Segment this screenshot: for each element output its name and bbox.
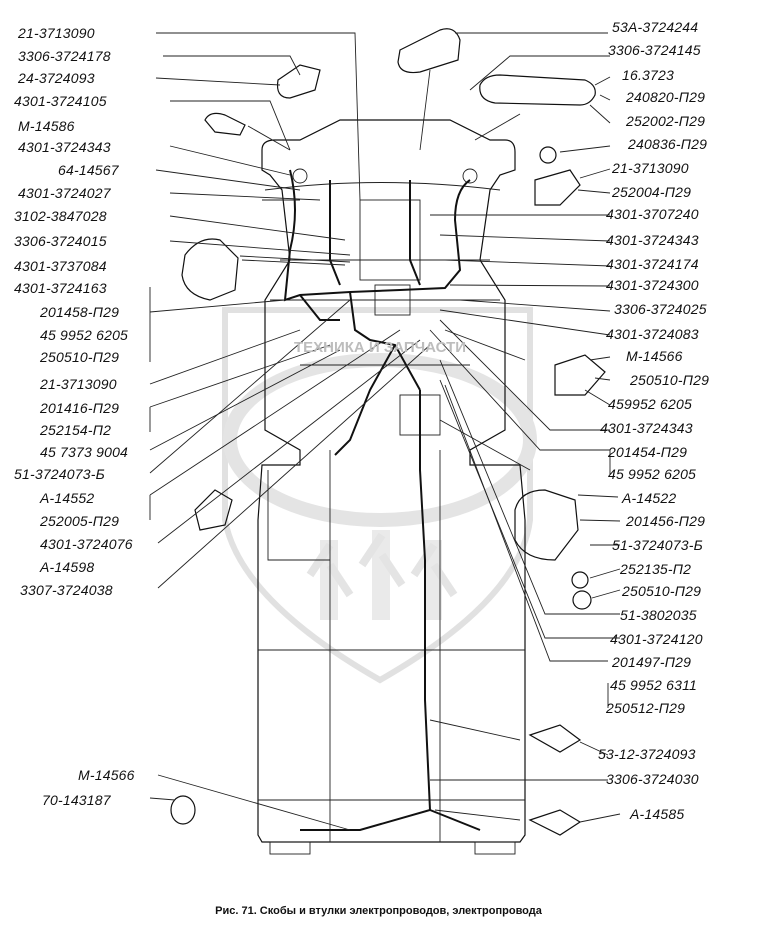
clamp-21-3713090 [534,169,581,206]
left-part-label: 4301-3724027 [18,185,111,201]
figure-caption: Рис. 71. Скобы и втулки электропроводов,… [215,905,542,917]
cab-outline [257,119,526,855]
right-part-label: 240836-П29 [628,136,708,152]
right-part-label: А-14522 [622,490,677,506]
left-part-label: 252154-П2 [40,422,112,438]
left-part-label: 4301-3724163 [14,280,107,296]
right-part-label: 4301-3724083 [606,326,699,342]
left-part-label: М-14566 [78,767,135,783]
left-part-label: 21-3713090 [40,376,117,392]
boot-53a-3724244 [397,28,461,74]
left-part-label: 3307-3724038 [20,582,113,598]
left-part-label: 51-3724073-Б [14,466,105,482]
clamp-m-14566-right [554,354,606,396]
left-part-label: А-14552 [40,490,95,506]
right-part-label: 51-3724073-Б [612,537,703,553]
clip-m-14586 [204,112,246,136]
right-part-label: 250510-П29 [630,372,710,388]
left-part-label: 250510-П29 [40,349,120,365]
right-part-label: 4301-3724300 [606,277,699,293]
right-part-label: 252004-П29 [612,184,692,200]
left-part-label: 45 9952 6205 [40,327,129,343]
right-part-label: 16.3723 [622,67,675,83]
clip-53-12-3724093 [528,724,582,753]
left-part-label: 4301-3737084 [14,258,107,274]
right-part-label: 53А-3724244 [612,19,699,35]
right-part-label: 3306-3724030 [606,771,699,787]
right-part-label: 201454-П29 [608,444,688,460]
plate-16-3723 [479,74,596,106]
right-part-label: 53-12-3724093 [598,746,696,762]
right-part-label: 250510-П29 [622,583,702,599]
right-part-label: А-14585 [630,806,685,822]
watermark-shield [222,307,537,684]
right-part-label: 4301-3724174 [606,256,699,272]
left-part-label: 201416-П29 [40,400,120,416]
right-part-label: 252135-П2 [620,561,692,577]
right-part-label: 4301-3707240 [606,206,699,222]
right-part-label: М-14566 [626,348,683,364]
left-part-label: 4301-3724076 [40,536,133,552]
grommet-4301-3737084 [181,238,239,301]
left-part-label: 4301-3724343 [18,139,111,155]
left-part-label: 21-3713090 [18,25,95,41]
left-part-label: 24-3724093 [18,70,95,86]
right-part-label: 3306-3724025 [614,301,707,317]
right-part-label: 4301-3724343 [606,232,699,248]
left-part-label: 3306-3724178 [18,48,111,64]
right-part-label: 459952 6205 [608,396,692,412]
bracket-3306-3724178 [276,64,321,99]
bolt-240836 [539,146,557,164]
right-part-label: 45 9952 6311 [610,677,698,693]
right-part-label: 201497-П29 [612,654,692,670]
right-part-label: 4301-3724343 [600,420,693,436]
grommet-70-143187 [170,795,196,825]
left-part-label: 3102-3847028 [14,208,107,224]
clamp-a-14522 [514,489,579,561]
left-part-label: 3306-3724015 [14,233,107,249]
right-part-label: 3306-3724145 [608,42,701,58]
right-part-label: 252002-П29 [626,113,706,129]
left-part-label: 45 7373 9004 [40,444,129,460]
left-part-label: 70-143187 [42,792,111,808]
right-part-label: 21-3713090 [612,160,689,176]
left-part-label: А-14598 [40,559,95,575]
left-part-label: 201458-П29 [40,304,120,320]
left-part-label: 4301-3724105 [14,93,107,109]
right-part-label: 250512-П29 [606,700,686,716]
right-part-label: 201456-П29 [626,513,706,529]
right-part-label: 51-3802035 [620,607,697,623]
clamp-a-14598 [194,489,233,531]
watermark-text: ТЕХНИКА И ЗАПЧАСТИ [294,339,466,356]
left-part-label: 64-14567 [58,162,119,178]
clip-a-14585 [528,809,582,836]
wiring-harness [283,169,481,831]
left-part-label: М-14586 [18,118,75,134]
right-part-label: 240820-П29 [626,89,706,105]
leader-lines [149,32,621,831]
right-part-label: 4301-3724120 [610,631,703,647]
right-part-label: 45 9952 6205 [608,466,697,482]
left-part-label: 252005-П29 [40,513,120,529]
